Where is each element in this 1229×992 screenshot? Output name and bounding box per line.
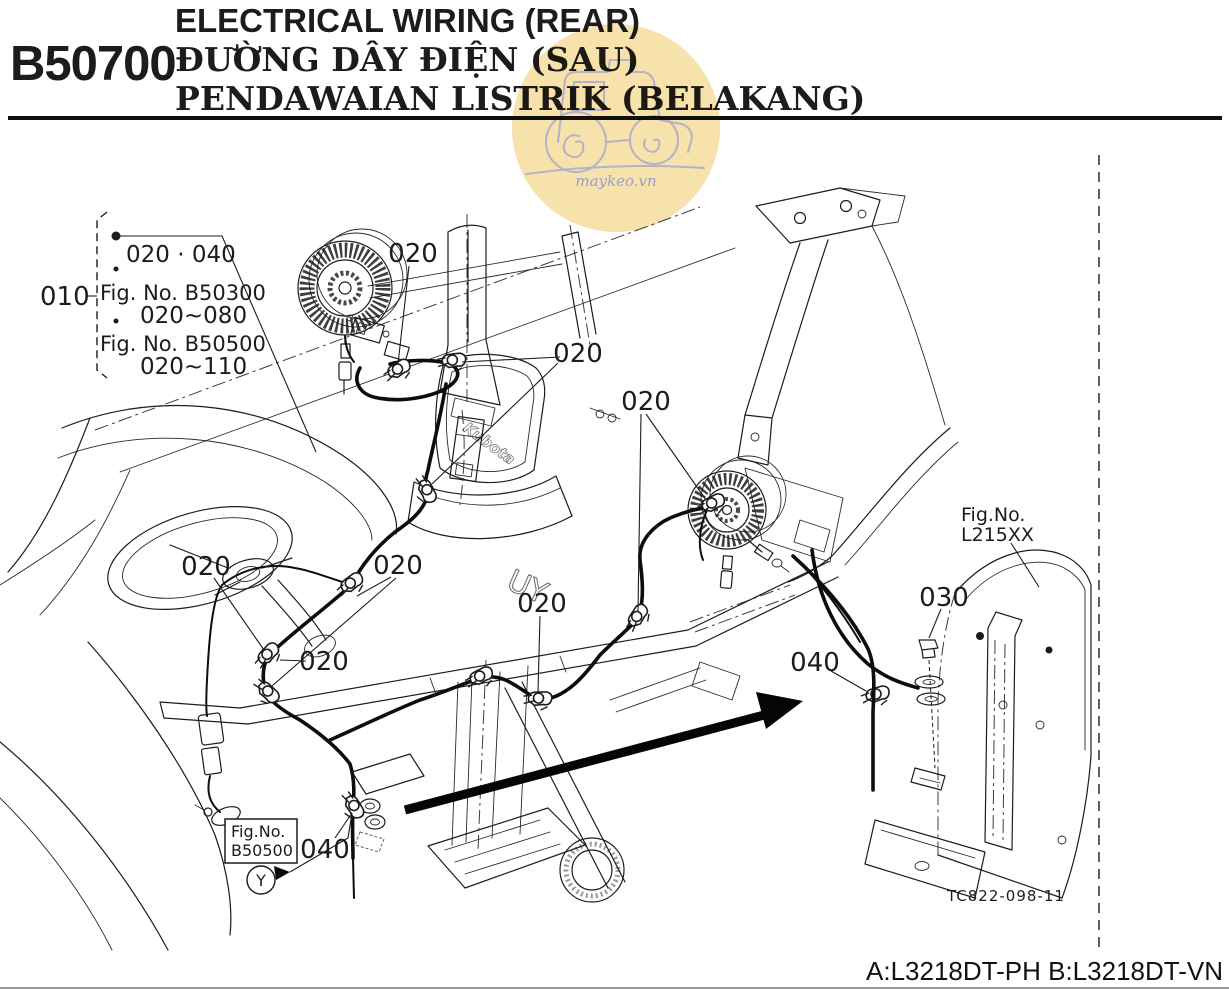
relay-and-connectors (194, 314, 621, 853)
ref-group-010: 010 020 · 040 Fig. No. B50300 020~080 Fi… (40, 211, 266, 380)
ref-010-fig1: Fig. No. B50300 (100, 281, 266, 305)
callout-040-clamp-detail: 040 (790, 648, 840, 678)
callout-020-harness-top: 020 (388, 239, 438, 269)
ref-010-row1: 020 · 040 (126, 242, 236, 268)
ref-010-fig2: Fig. No. B50500 (100, 332, 266, 356)
detail-pointer-arrow (403, 692, 803, 815)
ref-010-range1: 020~080 (140, 303, 247, 329)
drawing-number: TC822-098-11 (946, 887, 1065, 905)
fig-ref-b50500: Fig.No. B50500 Y (224, 818, 298, 895)
seat-brand-emboss: Kubota (460, 419, 519, 469)
callout-020-lower-left: 020 (299, 647, 349, 677)
callout-020-floor: 020 (517, 589, 567, 619)
next-page-edge (0, 987, 1229, 989)
header-rule (8, 116, 1222, 120)
fig-ref-b50500-line1: Fig.No. (231, 822, 285, 841)
callout-020-steering: 020 (181, 552, 231, 582)
detail-view-fender-bracket (791, 548, 1092, 899)
callout-020-seat-right: 020 (553, 339, 603, 369)
callout-020-rear-lamp: 020 (621, 387, 671, 417)
callout-030-bolt: 030 (919, 583, 969, 613)
callout-leader-lines (118, 235, 1040, 873)
floor-step (351, 753, 625, 903)
page-title-en: ELECTRICAL WIRING (REAR) (175, 2, 641, 39)
fig-ref-l215xx-line2: L215XX (961, 524, 1034, 546)
ref-010-range2: 020~110 (140, 354, 247, 380)
fig-ref-l215xx: Fig.No. L215XX (961, 504, 1034, 546)
fig-ref-b50500-line2: B50500 (231, 841, 293, 860)
callout-010: 010 (40, 282, 90, 312)
wire-clamps (249, 348, 890, 822)
fig-ref-l215xx-line1: Fig.No. (961, 504, 1025, 526)
page-title-vi: ĐƯỜNG DÂY ĐIỆN (SAU) (175, 40, 640, 79)
model-codes: A:L3218DT-PH B:L3218DT-VN (866, 956, 1223, 986)
page-title-id: PENDAWAIAN LISTRIK (BELAKANG) (175, 79, 866, 118)
tractor-frame-lines (0, 206, 959, 951)
callout-020-mid-run: 020 (373, 551, 423, 581)
figure-code: B50700 (10, 37, 177, 91)
rops-frame (367, 187, 946, 506)
callout-040-bottom: 040 (300, 835, 350, 865)
right-rear-lamp (687, 455, 844, 589)
connector-code-y: Y (255, 871, 266, 890)
part-callouts: 020 020 020 020 020 020 020 030 040 040 (181, 239, 969, 865)
small-pointer-arrow (274, 866, 290, 880)
